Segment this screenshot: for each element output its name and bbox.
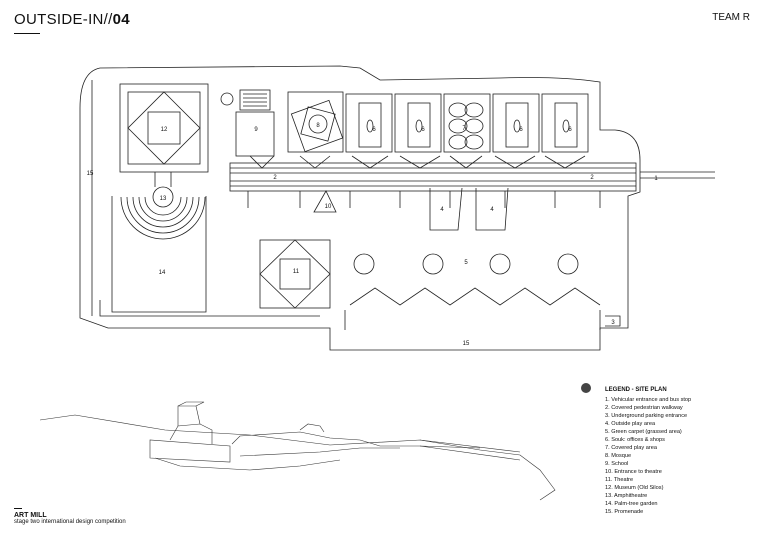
museum-silos bbox=[119, 83, 209, 173]
legend-item: 12. Museum (Old Silos) bbox=[605, 485, 664, 491]
legend-item: 8. Mosque bbox=[605, 453, 632, 459]
axonometric-view bbox=[39, 401, 556, 501]
project-info: ART MILL stage two international design … bbox=[14, 508, 126, 525]
legend-item: 11. Theatre bbox=[605, 477, 634, 483]
legend: LEGEND - SITE PLAN 1. Vehicular entrance… bbox=[605, 386, 691, 516]
label-6b: 6 bbox=[421, 127, 425, 133]
legend-item: 1. Vehicular entrance and bus stop bbox=[605, 397, 692, 403]
legend-item: 5. Green carpet (grassed area) bbox=[605, 429, 682, 435]
sheet-title-text: OUTSIDE-IN// bbox=[14, 11, 113, 28]
team-label: TEAM R bbox=[712, 12, 750, 23]
school-building bbox=[235, 111, 275, 157]
legend-marker bbox=[581, 383, 591, 393]
project-rule bbox=[14, 508, 22, 509]
label-5: 5 bbox=[464, 260, 468, 266]
green-carpet-edge bbox=[349, 287, 601, 306]
label-8: 8 bbox=[316, 123, 320, 129]
legend-item: 2. Covered pedestrian walkway bbox=[605, 405, 683, 411]
legend-item: 13. Amphitheatre bbox=[605, 493, 648, 499]
amphitheatre bbox=[152, 186, 174, 208]
play-block-7 bbox=[443, 93, 491, 153]
covered-walkway bbox=[229, 162, 637, 192]
label-2b: 2 bbox=[590, 175, 594, 181]
souk-block-5 bbox=[541, 93, 589, 153]
label-3: 3 bbox=[611, 320, 615, 326]
label-6a: 6 bbox=[372, 127, 376, 133]
label-4a: 4 bbox=[440, 207, 444, 213]
label-9: 9 bbox=[254, 127, 258, 133]
legend-item: 14. Palm-tree garden bbox=[605, 501, 658, 507]
label-6c: 6 bbox=[519, 127, 523, 133]
label-12: 12 bbox=[161, 127, 168, 133]
project-subtitle: stage two international design competiti… bbox=[14, 519, 126, 525]
label-7: 7 bbox=[462, 126, 466, 132]
site-boundary bbox=[79, 65, 641, 351]
souk-block-2 bbox=[345, 93, 393, 153]
souk-block-1 bbox=[287, 91, 344, 153]
sheet-number: 04 bbox=[112, 11, 130, 28]
legend-item: 4. Outside play area bbox=[605, 421, 656, 427]
label-14: 14 bbox=[159, 270, 166, 276]
legend-item: 10. Entrance to theatre bbox=[605, 469, 662, 475]
sheet-title: OUTSIDE-IN//04 bbox=[14, 11, 130, 28]
parking-ramp-2 bbox=[475, 187, 509, 231]
mosque-dome bbox=[308, 114, 328, 134]
legend-item: 15. Promenade bbox=[605, 509, 644, 515]
souk-block-3 bbox=[394, 93, 442, 153]
souk-block-4 bbox=[492, 93, 540, 153]
parking-ramp-1 bbox=[429, 187, 463, 231]
title-underline bbox=[14, 33, 40, 34]
label-10: 10 bbox=[325, 204, 332, 210]
label-15a: 15 bbox=[87, 171, 94, 177]
label-13: 13 bbox=[160, 196, 167, 202]
palm-tree-garden bbox=[111, 196, 207, 313]
legend-item: 6. Souk: offices & shops bbox=[605, 437, 665, 443]
label-4b: 4 bbox=[490, 207, 494, 213]
label-6d: 6 bbox=[568, 127, 572, 133]
legend-item: 9. School bbox=[605, 461, 629, 467]
label-11: 11 bbox=[293, 269, 300, 275]
legend-item: 3. Underground parking entrance bbox=[605, 413, 688, 419]
legend-title: LEGEND - SITE PLAN bbox=[605, 387, 667, 393]
label-2a: 2 bbox=[273, 175, 277, 181]
label-1: 1 bbox=[654, 176, 658, 182]
label-15b: 15 bbox=[463, 341, 470, 347]
legend-item: 7. Covered play area bbox=[605, 445, 657, 451]
project-name: ART MILL bbox=[14, 512, 47, 519]
